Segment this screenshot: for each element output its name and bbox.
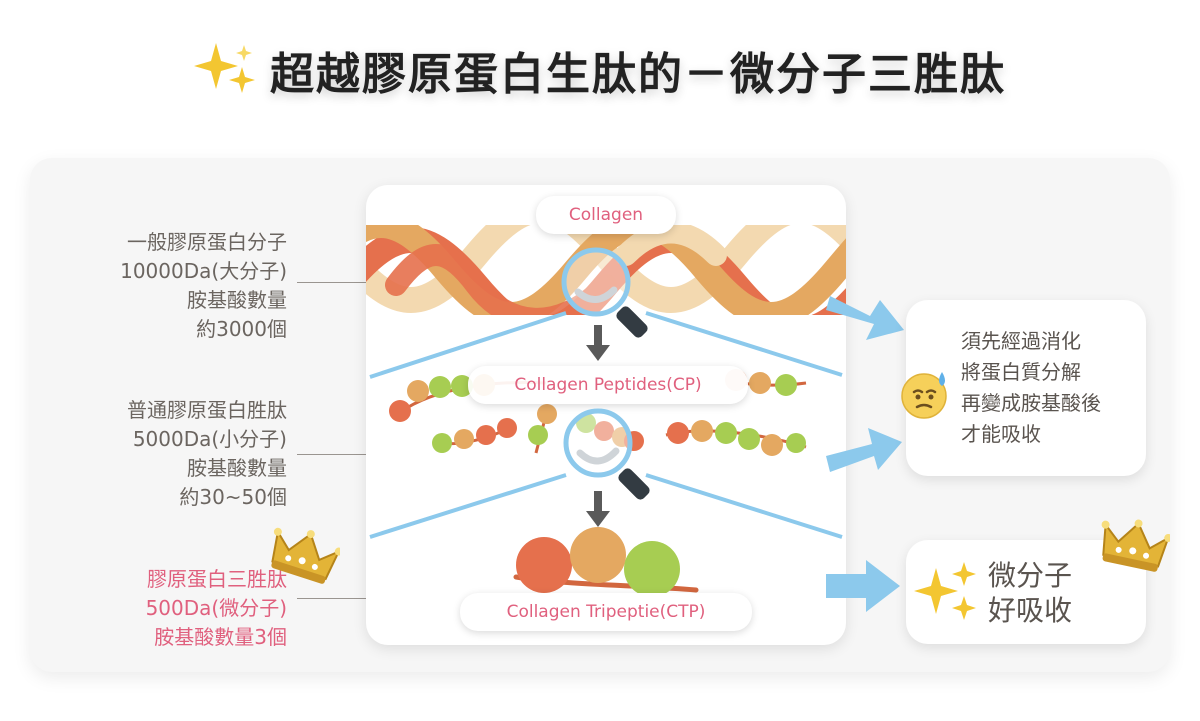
title-row: 超越膠原蛋白生肽的－微分子三胜肽 xyxy=(0,30,1200,110)
label-line: 約30~50個 xyxy=(179,485,287,509)
arrow-down-icon xyxy=(586,325,610,361)
note-line: 再變成胺基酸後 xyxy=(961,391,1101,415)
label-line: 胺基酸數量3個 xyxy=(154,625,287,649)
leader-line xyxy=(297,282,370,283)
peptides-stage-label: Collagen Peptides(CP) xyxy=(468,366,748,404)
note-line: 須先經過消化 xyxy=(961,329,1081,353)
label-line: 胺基酸數量 xyxy=(187,288,287,312)
result-text: 微分子 好吸收 xyxy=(988,558,1072,628)
page-title: 超越膠原蛋白生肽的－微分子三胜肽 xyxy=(270,49,1006,100)
collagen-molecule-label: 一般膠原蛋白分子 10000Da(大分子) 胺基酸數量 約3000個 xyxy=(120,228,287,344)
tripeptide-label: 膠原蛋白三胜肽 500Da(微分子) 胺基酸數量3個 xyxy=(146,565,287,652)
worried-face-icon xyxy=(901,372,947,419)
tripeptide-chain xyxy=(513,527,699,597)
label-line: 約3000個 xyxy=(196,317,287,341)
note-line: 才能吸收 xyxy=(961,422,1041,446)
crown-icon xyxy=(1101,519,1170,572)
arrow-down-icon xyxy=(586,491,610,527)
label-line: 胺基酸數量 xyxy=(187,456,287,480)
leader-line xyxy=(297,454,370,455)
info-card xyxy=(906,300,1146,476)
tripeptide-stage-label: Collagen Tripeptie(CTP) xyxy=(460,593,752,631)
label-line: 膠原蛋白三胜肽 xyxy=(147,567,287,591)
digestion-note: 須先經過消化 將蛋白質分解 再變成胺基酸後 才能吸收 xyxy=(961,326,1101,450)
label-line: 一般膠原蛋白分子 xyxy=(127,230,287,254)
peptides-label: 普通膠原蛋白胜肽 5000Da(小分子) 胺基酸數量 約30~50個 xyxy=(127,396,287,512)
funnel-line xyxy=(645,311,843,377)
label-line: 普通膠原蛋白胜肽 xyxy=(127,398,287,422)
label-line: 500Da(微分子) xyxy=(145,596,287,620)
funnel-line xyxy=(369,473,567,539)
result-line: 好吸收 xyxy=(988,594,1073,627)
molecule-illustration xyxy=(366,225,846,597)
result-line: 微分子 xyxy=(988,559,1073,592)
collagen-stage-label: Collagen xyxy=(536,196,676,234)
funnel-line xyxy=(645,473,843,539)
funnel-line xyxy=(369,311,567,379)
leader-line xyxy=(297,598,370,599)
crown-icon xyxy=(271,527,340,584)
label-line: 10000Da(大分子) xyxy=(120,259,287,283)
label-line: 5000Da(小分子) xyxy=(132,427,287,451)
molecule-diagram xyxy=(366,185,846,645)
sparkle-icon xyxy=(194,43,255,93)
note-line: 將蛋白質分解 xyxy=(961,360,1081,384)
sparkle-icon xyxy=(914,562,976,620)
